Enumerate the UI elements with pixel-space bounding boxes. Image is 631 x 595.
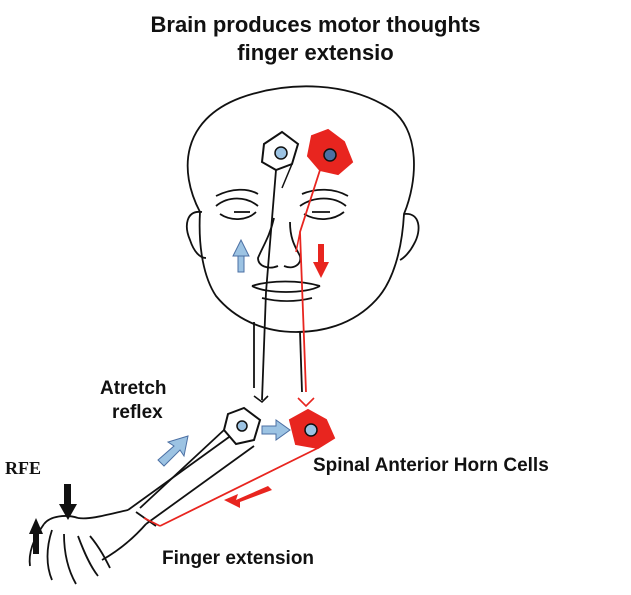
synapse-marks-red	[298, 398, 314, 406]
rfe-label: RFE	[5, 458, 41, 479]
red-arrow-along-arm	[224, 486, 272, 508]
nose	[258, 218, 300, 268]
synapse-marks	[254, 396, 268, 402]
black-arrow-rfe-down	[59, 484, 77, 520]
motor-axon-to-hand	[160, 448, 318, 526]
stretch-reflex-label-line1: Atretch	[100, 378, 167, 400]
red-arrow-down-face	[313, 244, 329, 278]
blue-arrow-between-cells	[262, 420, 290, 440]
blue-arrow-stretch	[158, 436, 188, 466]
mouth	[252, 282, 320, 302]
blue-arrow-up-face	[233, 240, 249, 272]
black-neuron-spinal	[224, 408, 260, 444]
sensory-pathway-line	[262, 170, 276, 400]
finger-extension-label: Finger extension	[162, 548, 314, 570]
diagram-title-line1: Brain produces motor thoughts	[0, 12, 631, 38]
red-neuron-spinal	[290, 410, 334, 448]
head-outline	[187, 86, 419, 392]
motor-branch	[296, 232, 300, 252]
eyes	[216, 190, 348, 219]
spinal-cells-label: Spinal Anterior Horn Cells	[313, 455, 549, 477]
stretch-reflex-label-line2: reflex	[112, 402, 163, 424]
diagram-title-line2: finger extensio	[0, 40, 631, 66]
red-neuron-brain	[308, 130, 352, 174]
